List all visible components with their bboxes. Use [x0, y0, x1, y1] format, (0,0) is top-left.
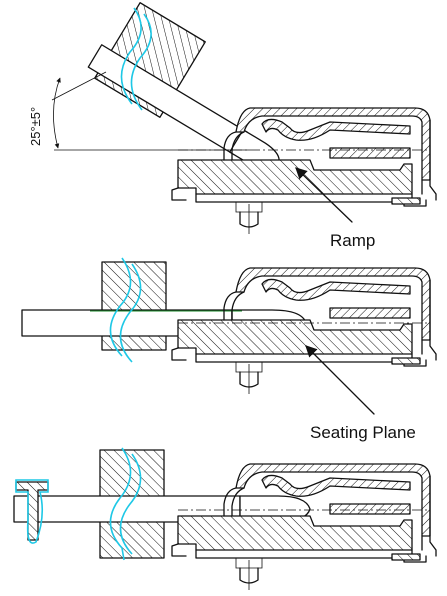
- figure-angled-insertion: 25°±5° Ramp: [28, 2, 437, 250]
- ramp-label: Ramp: [330, 231, 375, 250]
- angle-dimension-label: 25°±5°: [28, 107, 43, 146]
- figure-fully-inserted: [13, 447, 437, 591]
- figure-seating-plane: Seating Plane: [21, 257, 437, 442]
- seating-plane-label: Seating Plane: [310, 423, 416, 442]
